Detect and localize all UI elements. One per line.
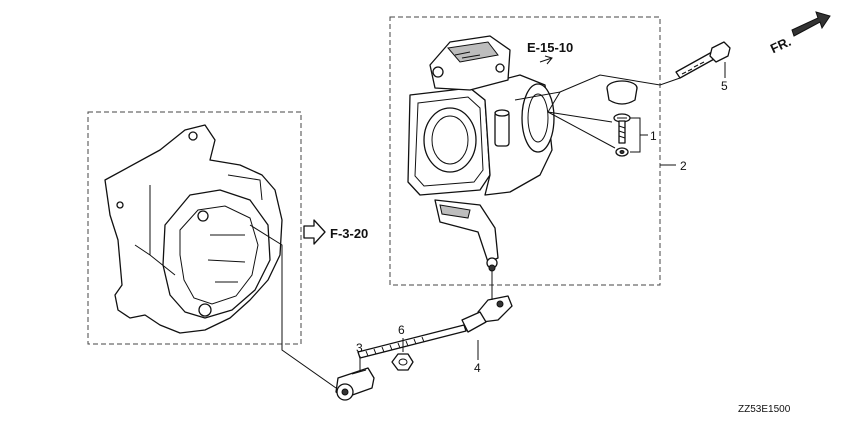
- cap-part: [606, 80, 638, 105]
- frame-ref-label[interactable]: F-3-20: [330, 226, 368, 241]
- bolt-part-5: [675, 41, 731, 79]
- leader-bracket-to-cable: [249, 224, 337, 389]
- cable-end-part-3: [335, 367, 375, 401]
- callout-3[interactable]: 3: [356, 341, 363, 355]
- throttle-link-part-4: [357, 295, 513, 359]
- mounting-bracket: [104, 124, 283, 334]
- leader-bolt: [559, 74, 681, 93]
- throttle-body-group-box: [389, 16, 661, 286]
- callout-5[interactable]: 5: [721, 79, 728, 93]
- callout-4[interactable]: 4: [474, 361, 481, 375]
- engine-ref-label[interactable]: E-15-10: [527, 40, 573, 55]
- engine-ref-arrow-icon: [539, 55, 553, 65]
- callout-6[interactable]: 6: [398, 323, 405, 337]
- front-indicator-label: FR.: [768, 34, 793, 56]
- leader-fasteners: [514, 91, 616, 149]
- screw-washer-part: [613, 113, 631, 157]
- front-arrow-icon: [791, 11, 831, 37]
- nut-part-6: [391, 353, 414, 371]
- leader-screw: [547, 111, 613, 123]
- drawing-code: ZZ53E1500: [738, 404, 791, 415]
- callout-2[interactable]: 2: [680, 159, 687, 173]
- frame-ref-arrow-icon: [303, 219, 326, 245]
- callout-1[interactable]: 1: [650, 129, 657, 143]
- leader-1: [630, 117, 648, 153]
- bracket-group-box: [87, 111, 302, 345]
- throttle-body: [407, 35, 555, 272]
